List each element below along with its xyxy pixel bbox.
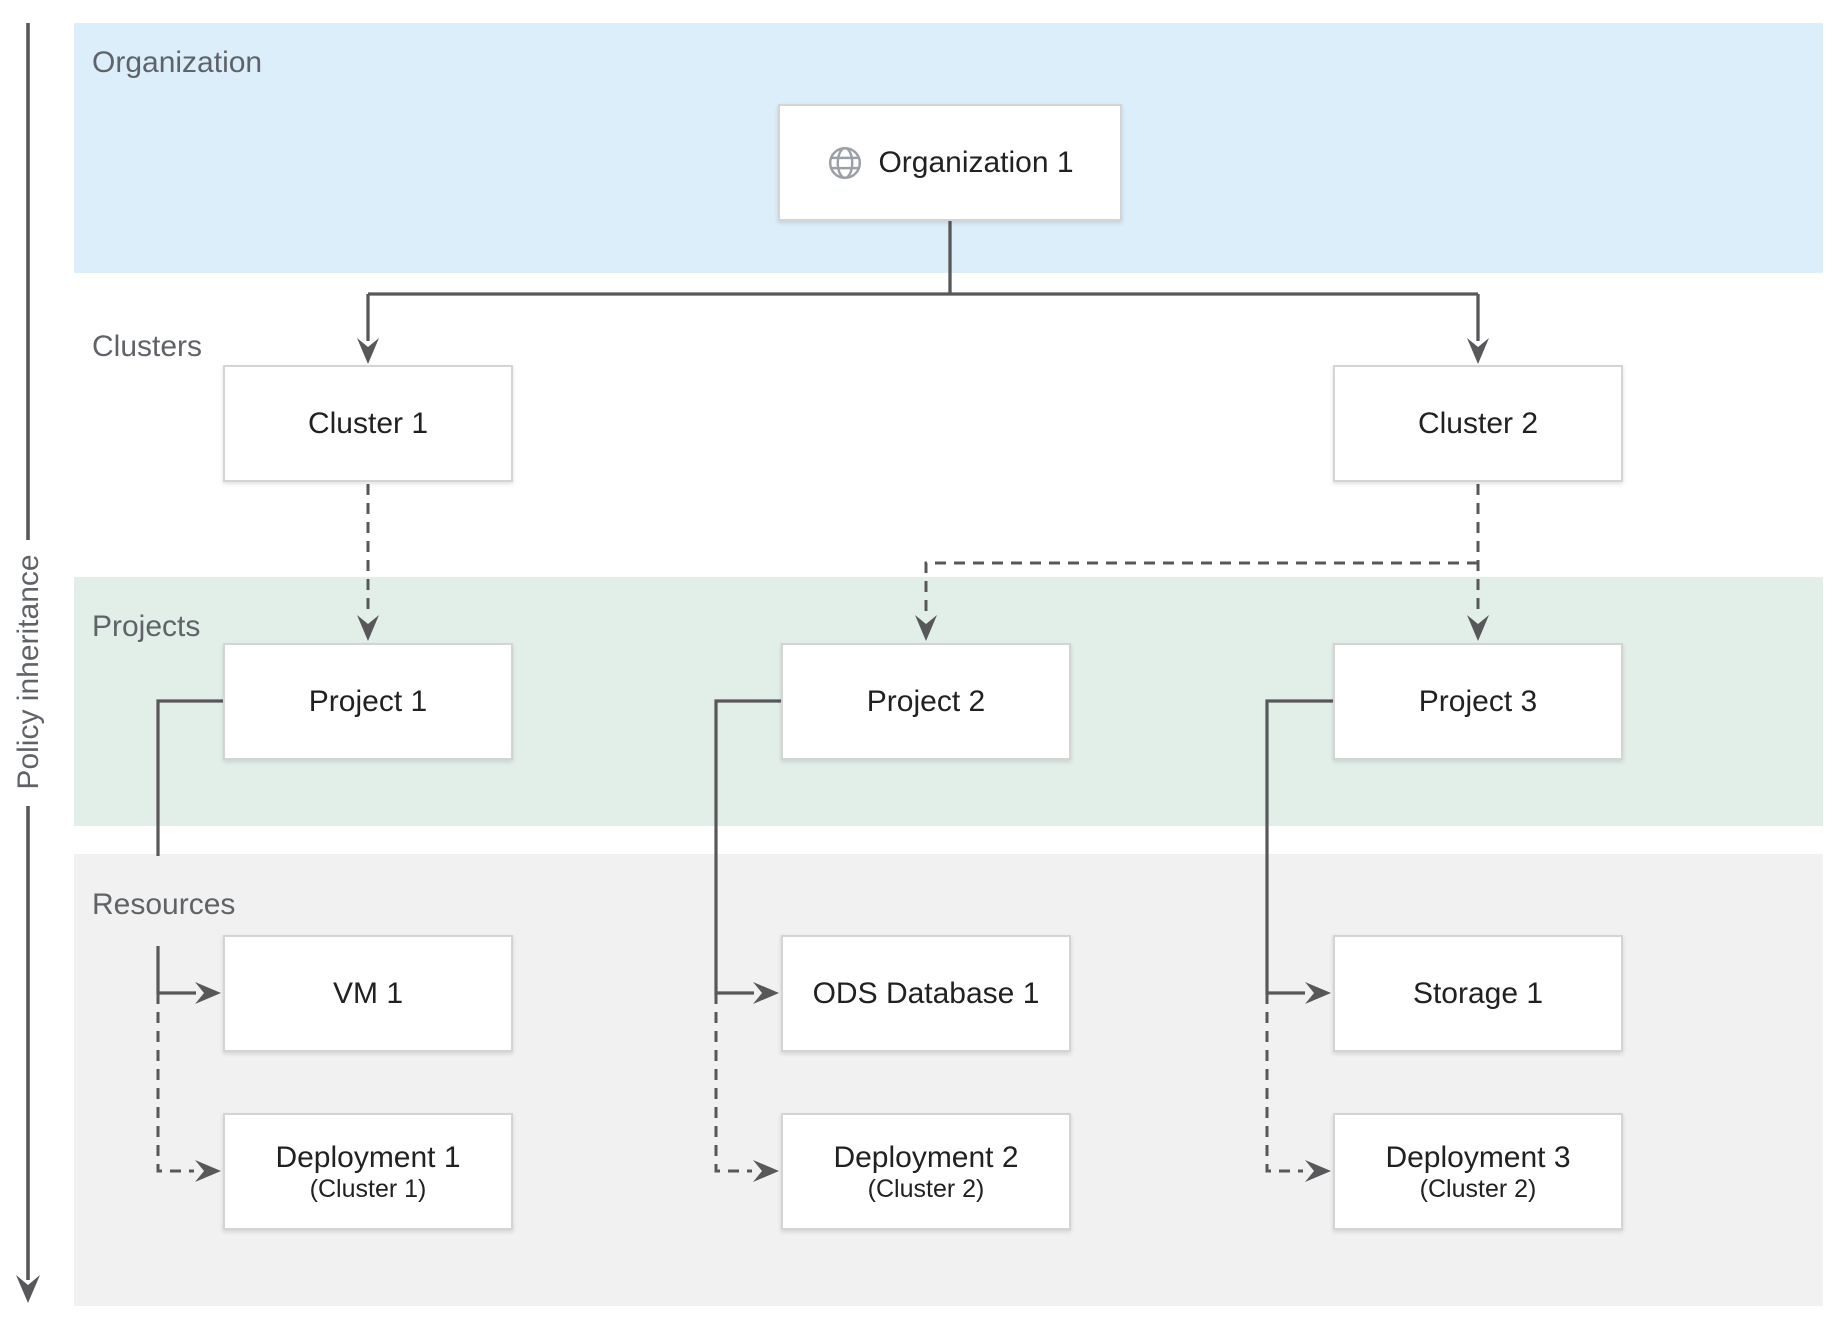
node-sublabel: (Cluster 1) xyxy=(309,1174,427,1203)
band-resources xyxy=(74,854,1823,1306)
node-organization-1: Organization 1 xyxy=(778,104,1122,221)
node-deployment-1: Deployment 1 (Cluster 1) xyxy=(223,1113,513,1230)
node-ods-database-1: ODS Database 1 xyxy=(781,935,1071,1052)
node-project-3: Project 3 xyxy=(1333,643,1623,760)
node-sublabel: (Cluster 2) xyxy=(1419,1174,1537,1203)
node-vm-1: VM 1 xyxy=(223,935,513,1052)
band-label-resources: Resources xyxy=(92,888,236,921)
band-label-projects: Projects xyxy=(92,610,201,643)
project-arrowheads xyxy=(357,615,1489,641)
resource-arrowheads xyxy=(195,982,1331,1004)
cluster-arrowheads xyxy=(357,338,1489,364)
band-label-clusters: Clusters xyxy=(92,330,203,363)
node-label: Cluster 2 xyxy=(1417,406,1539,440)
node-label: Organization 1 xyxy=(878,145,1074,179)
node-project-2: Project 2 xyxy=(781,643,1071,760)
node-cluster-1: Cluster 1 xyxy=(223,365,513,482)
connector-clusters-to-projects xyxy=(366,484,1480,616)
connector-organization-to-clusters xyxy=(366,221,1480,341)
node-label: Project 1 xyxy=(308,684,428,718)
node-deployment-3: Deployment 3 (Cluster 2) xyxy=(1333,1113,1623,1230)
node-sublabel: (Cluster 2) xyxy=(867,1174,985,1203)
node-label: Project 2 xyxy=(866,684,986,718)
node-label: Project 3 xyxy=(1418,684,1538,718)
policy-inheritance-label: Policy inheritance xyxy=(12,554,45,790)
deployment-arrowheads xyxy=(195,1160,1331,1182)
node-deployment-2: Deployment 2 (Cluster 2) xyxy=(781,1113,1071,1230)
node-label: ODS Database 1 xyxy=(812,976,1040,1010)
node-storage-1: Storage 1 xyxy=(1333,935,1623,1052)
node-cluster-2: Cluster 2 xyxy=(1333,365,1623,482)
connector-projects-to-resources-solid xyxy=(156,699,1333,995)
policy-arrowhead-down xyxy=(16,1275,40,1303)
node-label: VM 1 xyxy=(332,976,404,1010)
node-label: Deployment 3 xyxy=(1385,1140,1571,1174)
globe-icon xyxy=(826,144,864,182)
node-label: Deployment 1 xyxy=(275,1140,461,1174)
connector-resources-to-deployments-dashed xyxy=(156,993,1303,1173)
node-project-1: Project 1 xyxy=(223,643,513,760)
node-label: Cluster 1 xyxy=(307,406,429,440)
node-label: Deployment 2 xyxy=(833,1140,1019,1174)
band-label-organization: Organization xyxy=(92,46,263,79)
node-label: Storage 1 xyxy=(1412,976,1544,1010)
